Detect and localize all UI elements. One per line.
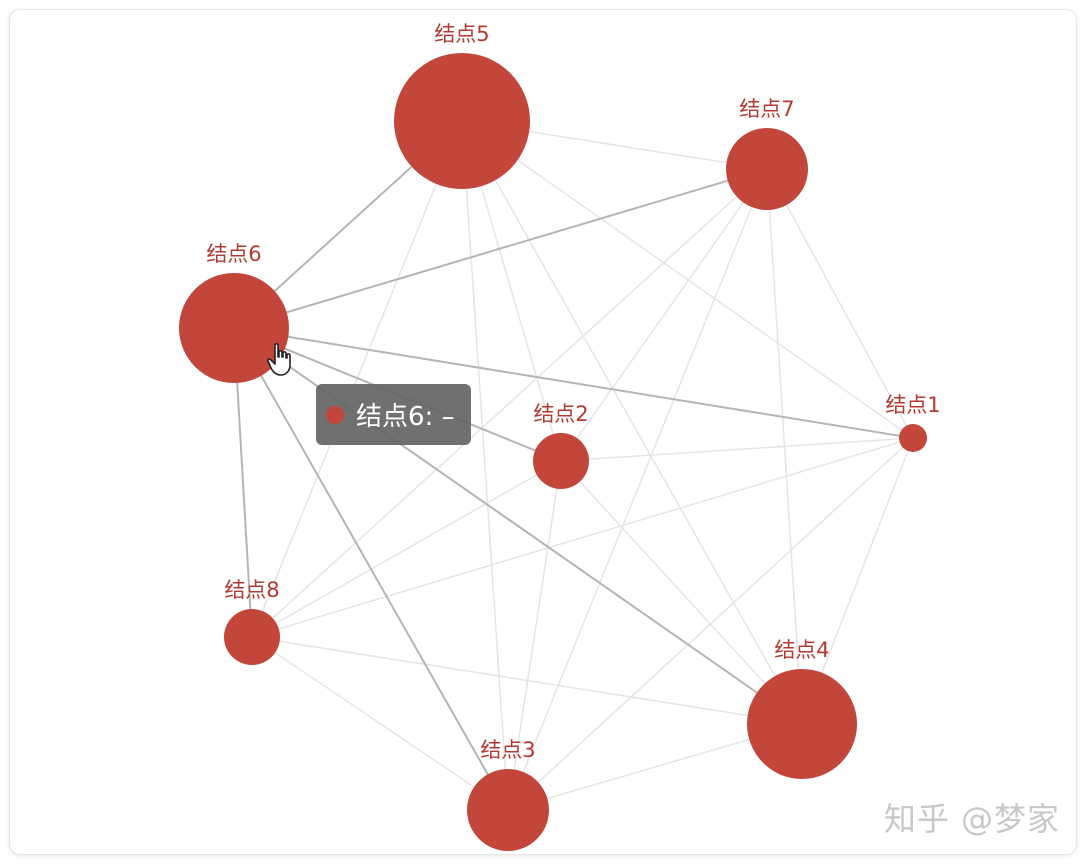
edge-1-7 [766,168,914,439]
edge-3-6 [233,327,509,811]
hand-pointer-icon [267,343,291,376]
edge-4-5 [461,120,803,725]
node-label-6: 结点6 [206,242,261,266]
node-1[interactable] [899,424,927,452]
edge-4-7 [766,168,803,725]
node-4[interactable] [747,669,857,779]
node-8[interactable] [224,609,280,665]
edge-2-4 [560,460,803,725]
node-label-4: 结点4 [774,638,829,662]
node-tooltip: 结点6: – [316,384,471,445]
chart-frame [10,10,1076,854]
node-3[interactable] [467,769,549,851]
edge-1-5 [461,120,914,439]
edge-1-2 [560,437,914,462]
node-label-8: 结点8 [224,578,279,602]
edge-2-8 [251,460,562,638]
node-label-1: 结点1 [885,393,940,417]
edge-3-7 [507,168,768,811]
node-label-7: 结点7 [739,97,794,121]
node-7[interactable] [726,128,808,210]
watermark: 知乎 @梦家 [883,800,1060,838]
node-label-5: 结点5 [434,22,489,46]
edge-1-6 [233,327,914,439]
node-6[interactable] [179,273,289,383]
edge-7-8 [251,168,768,638]
node-5[interactable] [394,53,530,189]
edge-4-8 [251,636,803,725]
tooltip-series-dot [326,405,344,424]
nodes-layer [179,53,927,851]
edge-2-3 [507,460,562,811]
edge-3-5 [461,120,509,811]
edge-6-7 [233,168,768,329]
node-label-3: 结点3 [480,738,535,762]
tooltip-text: 结点6: – [356,402,455,432]
node-2[interactable] [533,433,589,489]
edge-1-8 [251,437,914,638]
labels-layer: 结点1 结点2 结点3 结点4 结点5 结点6 结点7 结点8 [206,22,940,762]
edge-3-8 [251,636,509,811]
edge-2-7 [560,168,768,462]
node-label-2: 结点2 [533,402,588,426]
